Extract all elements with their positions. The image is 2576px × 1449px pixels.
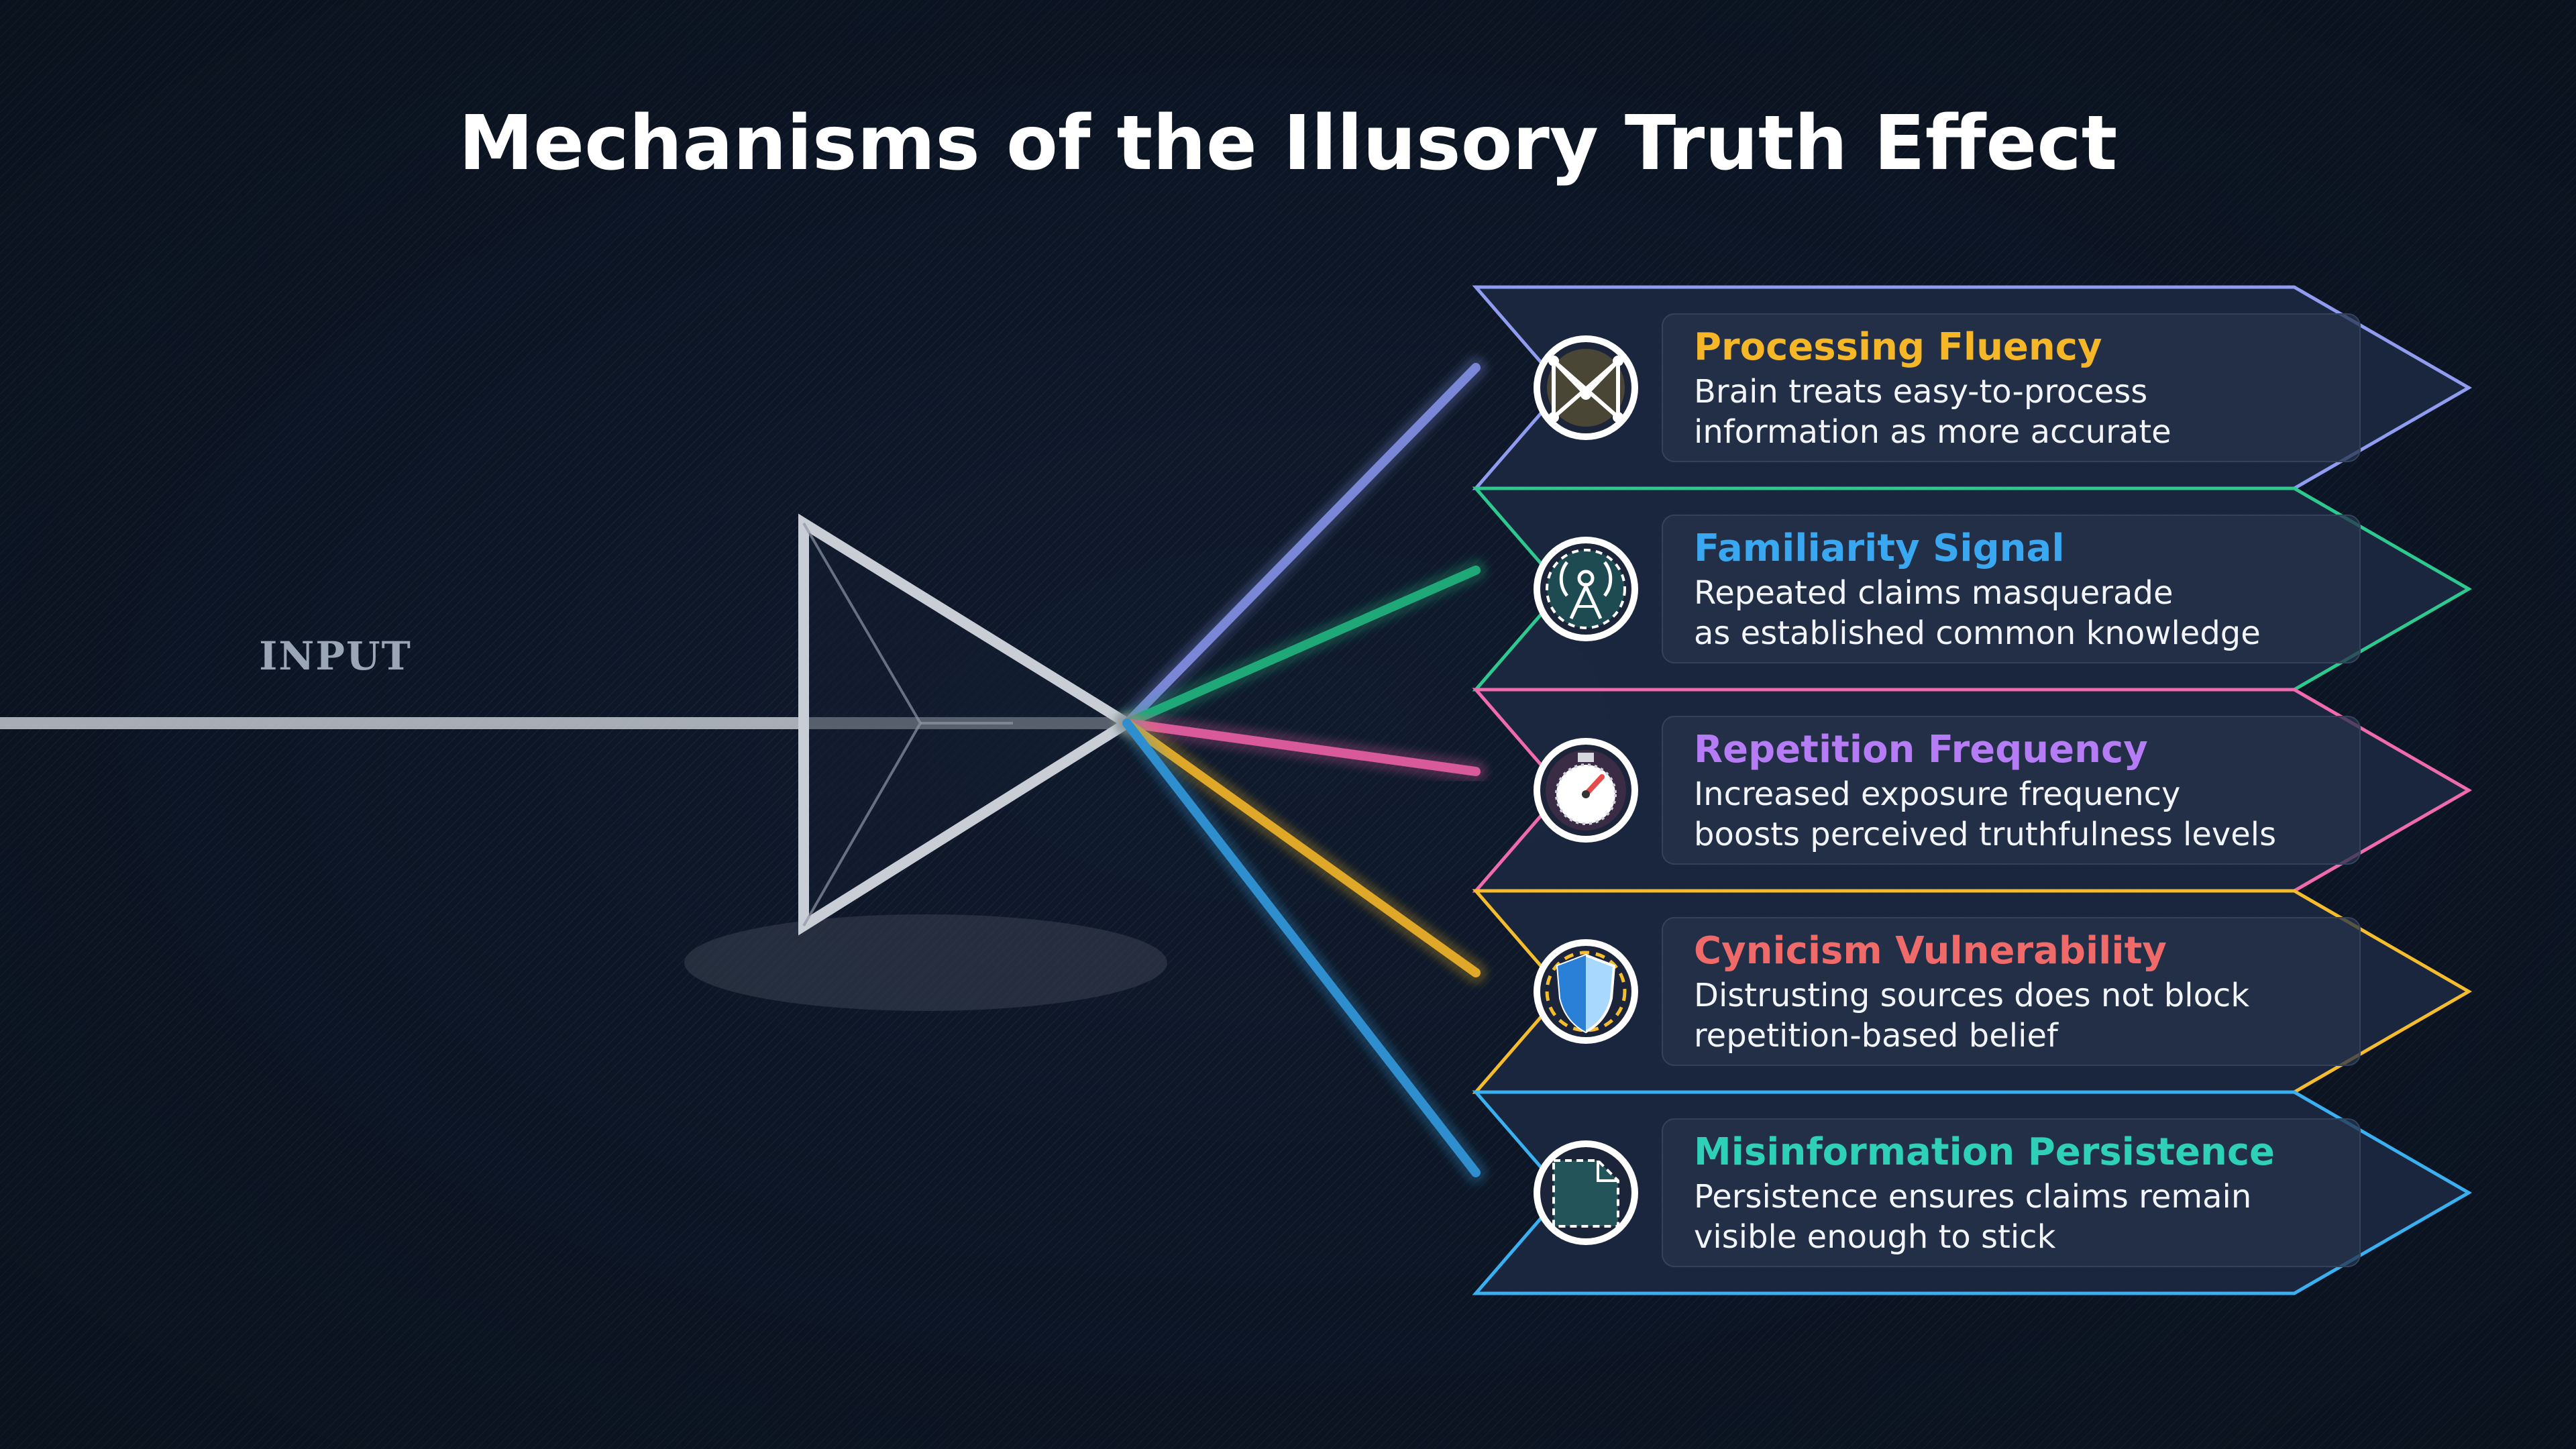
card-text-panel (1662, 515, 2361, 663)
card-text-panel (1662, 1118, 2361, 1267)
output-beam (1116, 712, 1487, 984)
card-text-panel (1662, 917, 2361, 1066)
card-description-line: Persistence ensures claims remain (1694, 1178, 2251, 1216)
card-description-line: repetition-based belief (1694, 1017, 2059, 1055)
output-beam (1116, 356, 1487, 735)
prism (684, 513, 1167, 1011)
output-beam (1116, 712, 1487, 783)
output-beams (1116, 356, 1487, 1184)
output-beam (1116, 559, 1487, 735)
card-title: Processing Fluency (1694, 325, 2102, 369)
card-title: Familiarity Signal (1694, 527, 2065, 570)
broadcast-tower-icon (1534, 537, 1638, 641)
input-label: INPUT (259, 633, 412, 679)
card-title: Cynicism Vulnerability (1694, 929, 2167, 973)
card-description-line: Distrusting sources does not block (1694, 977, 2249, 1014)
card-text-panel (1662, 313, 2361, 462)
card-description-line: information as more accurate (1694, 413, 2171, 451)
prism-shadow (684, 914, 1167, 1011)
document-icon (1534, 1140, 1638, 1245)
card-description-line: Brain treats easy-to-process (1694, 373, 2147, 411)
card-description-line: Increased exposure frequency (1694, 775, 2180, 813)
card-description-line: as established common knowledge (1694, 614, 2261, 652)
network-nodes-icon (1534, 335, 1638, 440)
card-description-line: visible enough to stick (1694, 1218, 2056, 1256)
card-title: Repetition Frequency (1694, 728, 2148, 771)
shield-icon (1534, 939, 1638, 1044)
card-description-line: Repeated claims masquerade (1694, 574, 2173, 612)
card-description-line: boosts perceived truthfulness levels (1694, 816, 2276, 853)
stopwatch-icon (1534, 738, 1638, 843)
card-title: Misinformation Persistence (1694, 1130, 2275, 1174)
page-title: Mechanisms of the Illusory Truth Effect (459, 100, 2118, 187)
card-text-panel (1662, 716, 2361, 865)
output-beam (1116, 712, 1487, 1184)
